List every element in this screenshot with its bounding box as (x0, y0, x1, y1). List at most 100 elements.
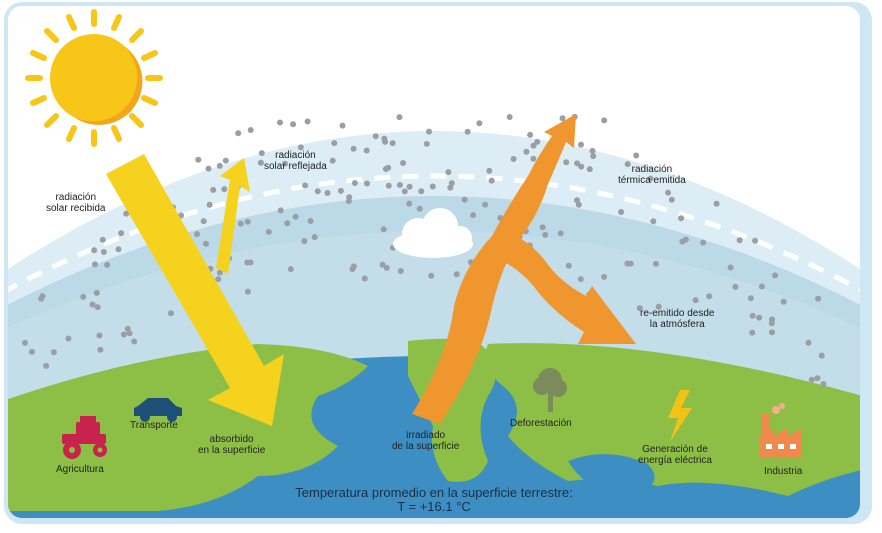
gas-particle (382, 138, 389, 145)
gas-particle (578, 163, 585, 170)
gas-particle (510, 156, 517, 162)
gas-particle (758, 283, 765, 290)
ocean-inlet (568, 454, 655, 496)
gas-particle (527, 131, 534, 138)
solar-reflected-label: radiación solar reflejada (264, 150, 327, 172)
gas-particle (523, 148, 530, 155)
gas-particle (624, 161, 631, 168)
gas-particle (618, 209, 625, 215)
gas-particle (655, 303, 662, 310)
gas-particle (380, 226, 387, 233)
gas-particle (372, 133, 379, 140)
gas-particle (337, 187, 344, 194)
gas-particle (423, 140, 430, 147)
gas-particle (736, 237, 743, 244)
gas-particle (445, 169, 452, 176)
gas-particle (780, 298, 787, 305)
gas-particle (559, 115, 566, 122)
factory-icon (760, 403, 802, 458)
gas-particle (277, 207, 284, 214)
greenhouse-diagram: radiación solar recibida radiación solar… (8, 6, 860, 518)
gas-particle (221, 186, 228, 193)
gas-particle (633, 152, 640, 159)
gas-particle (331, 140, 338, 147)
gas-particle (627, 260, 634, 267)
gas-particle (401, 188, 408, 195)
gas-particle (65, 335, 72, 342)
gas-particle (118, 230, 125, 237)
cloud-icon (393, 208, 473, 258)
gas-particle (351, 180, 358, 186)
gas-particle (216, 269, 223, 276)
gas-particle (665, 189, 672, 196)
gas-particle (636, 305, 643, 312)
gas-particle (679, 238, 686, 245)
gas-particle (350, 145, 357, 152)
gas-particle (314, 188, 321, 195)
gas-particle (805, 339, 812, 346)
gas-particle (277, 119, 283, 126)
diagram-canvas (8, 9, 860, 518)
reemitted-arrow (500, 232, 636, 344)
gas-particle (650, 218, 657, 225)
gas-particle (397, 268, 404, 274)
gas-particle (257, 159, 264, 166)
gas-particle (575, 201, 582, 208)
gas-particle (215, 276, 222, 283)
gas-particle (301, 238, 308, 245)
gas-particle (534, 138, 541, 145)
gas-particle (96, 332, 103, 339)
gas-particle (244, 218, 251, 225)
gas-particle (732, 283, 739, 290)
gas-particle (815, 295, 822, 302)
gas-particle (772, 272, 779, 279)
gas-particle (194, 231, 200, 238)
gas-particle (749, 312, 756, 319)
gas-particle (574, 160, 581, 167)
solar-reflected-arrow (216, 158, 250, 274)
reemitted-label: re-emitido desde la atmósfera (640, 308, 715, 330)
gas-particle (557, 230, 564, 237)
gas-particle (126, 330, 133, 337)
gas-particle (235, 130, 242, 137)
gas-particle (290, 121, 297, 128)
gas-particle (590, 153, 597, 160)
gas-particle (396, 182, 403, 188)
continent-middle (408, 338, 496, 482)
gas-particle (284, 220, 291, 227)
gas-particle (43, 362, 50, 369)
gas-particle (99, 236, 106, 243)
car-icon (134, 398, 182, 422)
agriculture-label: Agricultura (56, 464, 104, 475)
gas-particle (769, 329, 775, 336)
gas-particle (22, 339, 28, 346)
gas-particle (601, 117, 608, 124)
gas-particle (486, 167, 493, 174)
temperature-caption-line2: T = +16.1 °C (397, 499, 471, 514)
gas-particle (818, 352, 825, 359)
gas-particle (418, 188, 425, 195)
gas-particle (482, 201, 489, 208)
gas-particle (428, 272, 435, 279)
gas-particle (120, 331, 127, 338)
gas-particle (429, 183, 436, 190)
gas-particle (578, 141, 584, 148)
gas-particle (363, 147, 370, 154)
gas-particle (820, 381, 827, 387)
gas-particle (713, 200, 720, 207)
gas-particle (400, 160, 406, 166)
gas-particle (350, 263, 357, 270)
gas-particle (426, 128, 432, 135)
gas-particle (302, 182, 309, 189)
gas-particle (324, 190, 331, 196)
gas-particle (700, 239, 707, 246)
gas-particle (364, 180, 370, 187)
gas-particle (727, 264, 734, 271)
gas-particle (28, 348, 35, 355)
tractor-icon (62, 416, 107, 459)
gas-particle (565, 262, 572, 269)
gas-particle (89, 301, 96, 308)
gas-particle (389, 140, 396, 147)
gas-particle (124, 325, 131, 332)
energy-label: Generación de energía eléctrica (638, 444, 712, 466)
